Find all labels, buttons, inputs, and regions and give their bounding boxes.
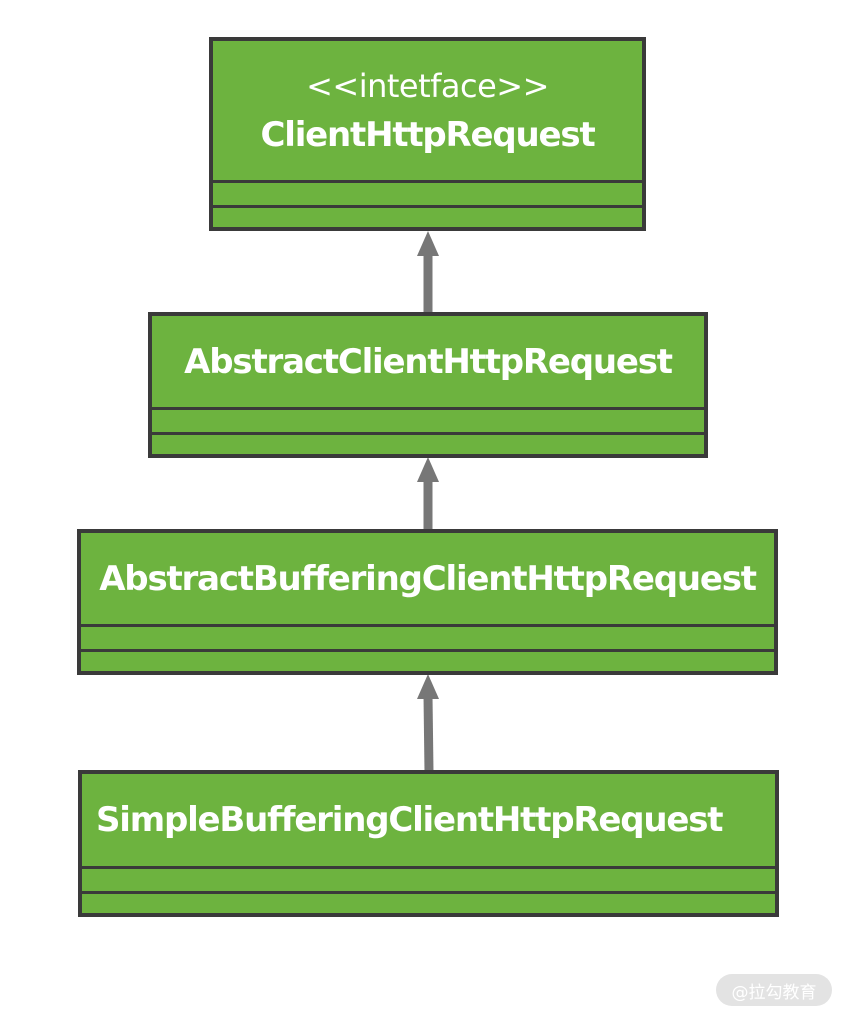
watermark-badge: @拉勾教育 bbox=[716, 974, 832, 1006]
methods-compartment bbox=[81, 649, 774, 671]
attributes-compartment bbox=[213, 180, 642, 205]
class-box-abstract-buffering-client-http-request: AbstractBufferingClientHttpRequest bbox=[77, 529, 778, 675]
class-box-client-http-request: <<intetface>> ClientHttpRequest bbox=[209, 37, 646, 231]
arrowhead-buffering bbox=[417, 674, 439, 699]
class-name: SimpleBufferingClientHttpRequest bbox=[96, 800, 724, 840]
class-box-abstract-client-http-request: AbstractClientHttpRequest bbox=[148, 312, 708, 458]
class-header: AbstractBufferingClientHttpRequest bbox=[81, 533, 774, 624]
class-header: <<intetface>> ClientHttpRequest bbox=[213, 41, 642, 180]
methods-compartment bbox=[82, 891, 775, 913]
arrowhead-interface bbox=[417, 231, 439, 256]
attributes-compartment bbox=[81, 624, 774, 649]
attributes-compartment bbox=[152, 407, 704, 432]
arrowhead-abstract bbox=[417, 457, 439, 482]
methods-compartment bbox=[213, 205, 642, 227]
class-header: SimpleBufferingClientHttpRequest bbox=[82, 774, 775, 866]
arrow-simple-to-buffering bbox=[423, 695, 434, 773]
class-header: AbstractClientHttpRequest bbox=[152, 316, 704, 407]
class-name: ClientHttpRequest bbox=[260, 114, 595, 155]
attributes-compartment bbox=[82, 866, 775, 891]
stereotype-label: <<intetface>> bbox=[306, 66, 549, 105]
class-name: AbstractBufferingClientHttpRequest bbox=[99, 558, 757, 599]
class-name: AbstractClientHttpRequest bbox=[184, 341, 673, 382]
class-box-simple-buffering-client-http-request: SimpleBufferingClientHttpRequest bbox=[78, 770, 779, 917]
methods-compartment bbox=[152, 432, 704, 454]
